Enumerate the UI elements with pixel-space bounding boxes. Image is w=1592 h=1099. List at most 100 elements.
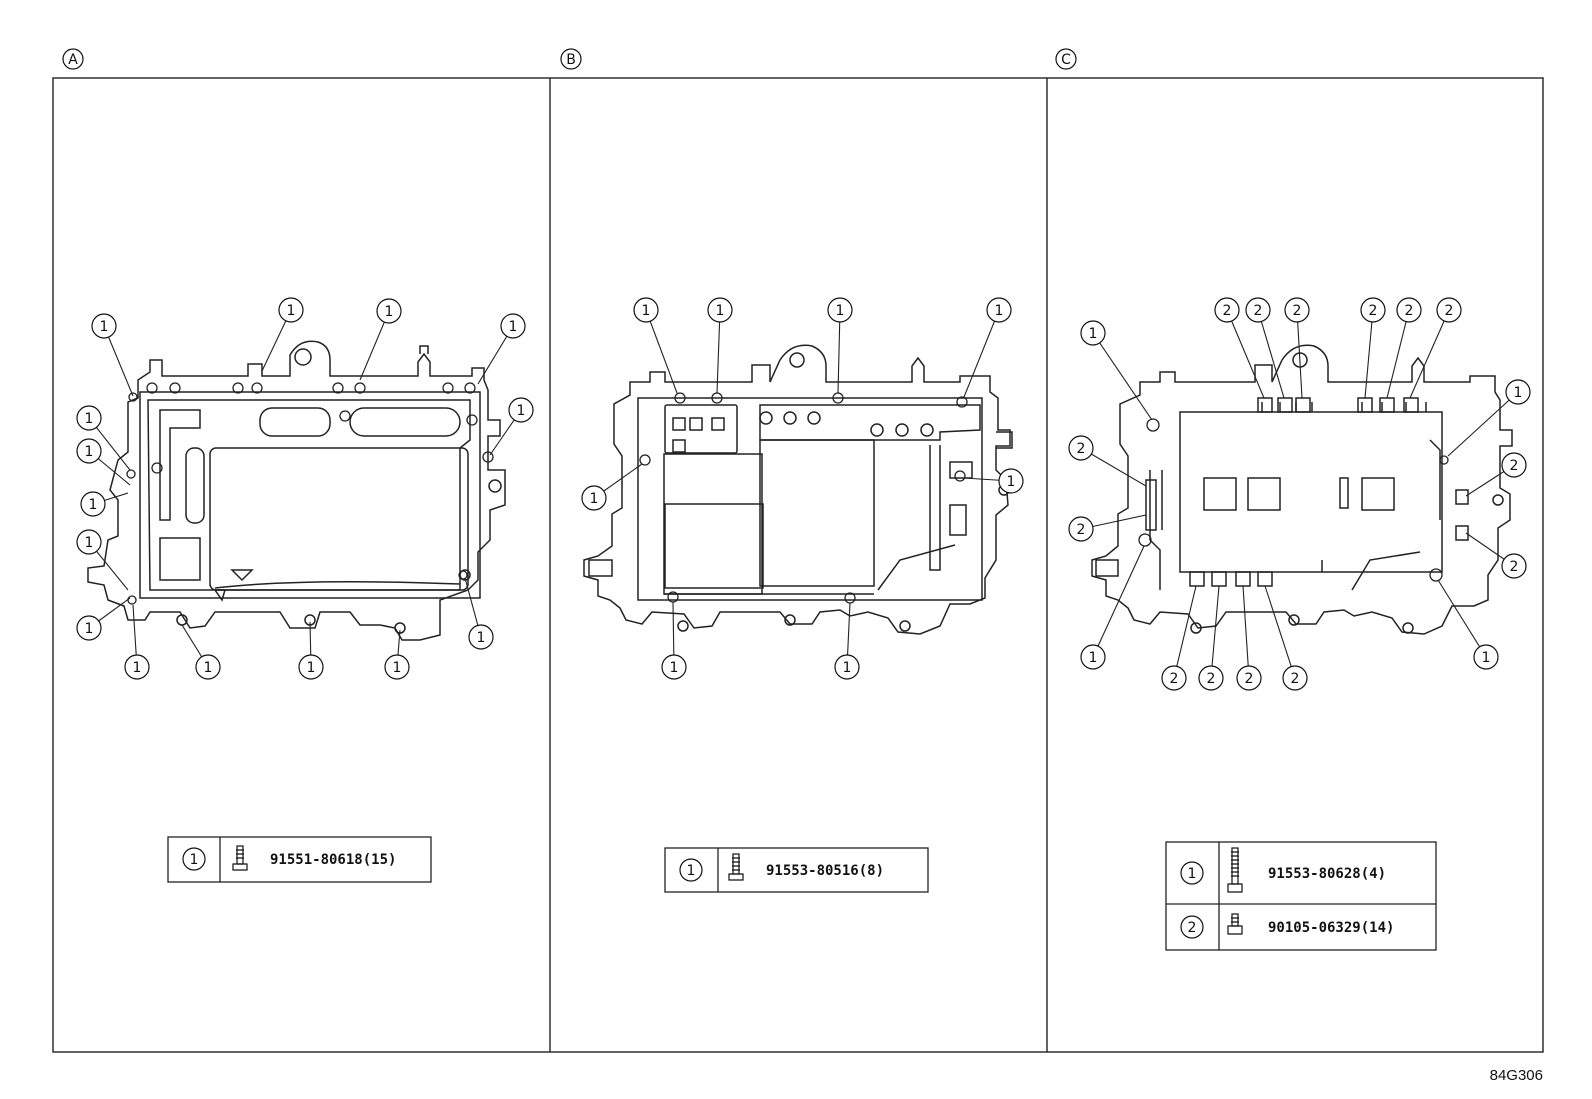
callout-number: 1	[89, 497, 98, 513]
callout-number: 1	[1482, 650, 1491, 666]
panel-a-bolt-holes	[126, 382, 494, 605]
panel-c-bolt-holes	[1138, 418, 1449, 582]
callout-a-7: 1	[76, 438, 102, 464]
callout-b-8: 1	[834, 654, 860, 680]
panel-b-bolt-holes	[639, 392, 968, 604]
callout-c-13: 2	[1161, 665, 1187, 691]
callout-number: 1	[85, 411, 94, 427]
callout-c-3: 2	[1284, 297, 1310, 323]
callout-c-8: 1	[1505, 379, 1531, 405]
table-c-row2-callout-circle	[1180, 915, 1204, 939]
parts-table-b: 1 91553-80516(8)	[664, 847, 929, 893]
callout-b-1: 1	[633, 297, 659, 323]
callout-a-6: 1	[76, 405, 102, 431]
callout-c-1: 2	[1214, 297, 1240, 323]
callout-a-15: 1	[468, 624, 494, 650]
table-c-row2-callout: 2	[1188, 920, 1197, 936]
callout-number: 1	[517, 403, 526, 419]
parts-table-c: 1 91553-80628(4) 2 90105-06329(14)	[1165, 841, 1437, 951]
callout-number: 2	[1291, 671, 1300, 687]
callout-number: 1	[100, 319, 109, 335]
callout-number: 2	[1510, 458, 1519, 474]
callout-a-2: 1	[278, 297, 304, 323]
callout-number: 1	[204, 660, 213, 676]
callout-b-7: 1	[661, 654, 687, 680]
callout-c-15: 2	[1236, 665, 1262, 691]
callout-number: 1	[995, 303, 1004, 319]
bolt-icon	[1227, 847, 1243, 893]
callout-number: 2	[1077, 441, 1086, 457]
callout-number: 1	[385, 304, 394, 320]
callout-a-12: 1	[195, 654, 221, 680]
callout-number: 1	[836, 303, 845, 319]
callout-number: 1	[477, 630, 486, 646]
callout-number: 1	[287, 303, 296, 319]
callout-c-10: 2	[1068, 516, 1094, 542]
callout-number: 2	[1369, 303, 1378, 319]
callout-number: 2	[1245, 671, 1254, 687]
callout-a-9: 1	[76, 529, 102, 555]
bolt-icon	[728, 853, 744, 881]
callout-number: 1	[642, 303, 651, 319]
callout-c-5: 2	[1396, 297, 1422, 323]
callout-c-12: 2	[1501, 553, 1527, 579]
callout-a-10: 1	[76, 615, 102, 641]
panel-a-leader-lines	[88, 309, 522, 668]
bolt-icon	[1227, 913, 1243, 935]
table-b-callout-circle	[679, 858, 703, 882]
callout-c-7: 1	[1080, 320, 1106, 346]
callout-number: 1	[1007, 474, 1016, 490]
callout-number: 1	[590, 491, 599, 507]
callout-b-6: 1	[998, 468, 1024, 494]
callout-number: 1	[85, 535, 94, 551]
svg-text:A: A	[68, 52, 78, 68]
callout-a-3: 1	[376, 298, 402, 324]
callout-a-13: 1	[298, 654, 324, 680]
callout-number: 1	[716, 303, 725, 319]
callout-number: 2	[1510, 559, 1519, 575]
parts-table-a: 1 91551-80618(15)	[167, 836, 432, 883]
callout-number: 1	[1514, 385, 1523, 401]
table-c-row1-part-number: 91553-80628(4)	[1268, 866, 1386, 882]
outer-frame	[52, 77, 1544, 1053]
callout-number: 1	[307, 660, 316, 676]
table-a-callout-circle	[182, 847, 206, 871]
callout-number: 1	[133, 660, 142, 676]
panel-letter-b: B	[560, 48, 582, 70]
callout-b-3: 1	[827, 297, 853, 323]
panel-letter-c: C	[1055, 48, 1077, 70]
callout-c-2: 2	[1245, 297, 1271, 323]
panel-letter-a: A	[62, 48, 84, 70]
callout-number: 1	[670, 660, 679, 676]
callout-a-1: 1	[91, 313, 117, 339]
svg-text:C: C	[1061, 52, 1071, 68]
callout-c-9: 2	[1068, 435, 1094, 461]
callout-b-4: 1	[986, 297, 1012, 323]
table-a-part-number: 91551-80618(15)	[270, 852, 396, 868]
callout-number: 2	[1077, 522, 1086, 538]
callout-c-16: 2	[1282, 665, 1308, 691]
callout-number: 1	[843, 660, 852, 676]
callout-a-4: 1	[500, 313, 526, 339]
panel-b-housing	[583, 344, 1013, 635]
callout-a-11: 1	[124, 654, 150, 680]
svg-text:B: B	[566, 52, 576, 68]
callout-number: 2	[1254, 303, 1263, 319]
callout-c-17: 1	[1080, 644, 1106, 670]
callout-b-2: 1	[707, 297, 733, 323]
callout-number: 1	[509, 319, 518, 335]
callout-c-6: 2	[1436, 297, 1462, 323]
callout-number: 1	[1089, 326, 1098, 342]
callout-c-18: 1	[1473, 644, 1499, 670]
bolt-icon	[232, 845, 248, 871]
table-b-callout: 1	[687, 863, 696, 879]
callout-number: 1	[85, 444, 94, 460]
panel-a-housing	[87, 340, 506, 641]
callout-a-8: 1	[80, 491, 106, 517]
callout-number: 2	[1405, 303, 1414, 319]
table-c-row1-callout: 1	[1188, 866, 1197, 882]
callout-number: 2	[1170, 671, 1179, 687]
callout-c-4: 2	[1360, 297, 1386, 323]
